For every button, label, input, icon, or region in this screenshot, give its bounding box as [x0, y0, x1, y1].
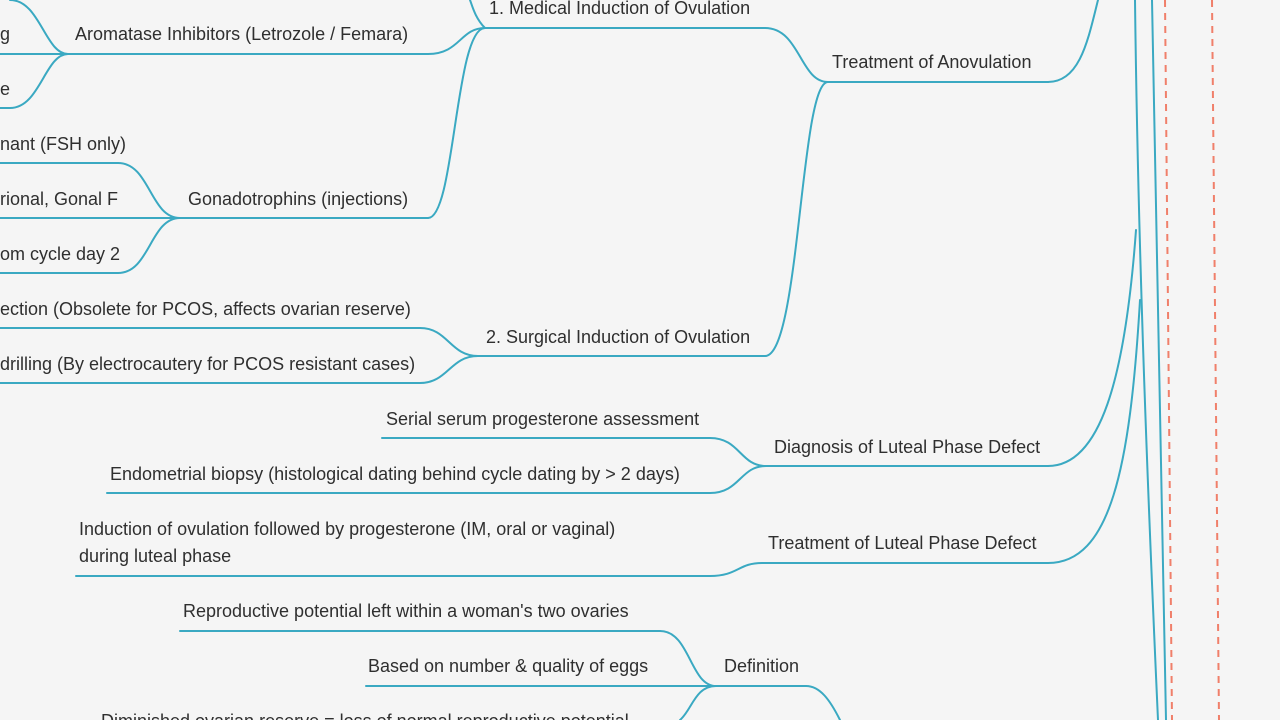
node-gonado-child-2[interactable]: rional, Gonal F — [0, 189, 118, 209]
edge-definition-to-child-1 — [659, 630, 717, 687]
edge-surgical-to-child-1 — [419, 327, 479, 357]
node-treatment-lpd[interactable]: Treatment of Luteal Phase Defect — [768, 533, 1036, 553]
node-aromatase-child-2[interactable]: e — [0, 79, 10, 99]
node-gonadotrophins[interactable]: Gonadotrophins (injections) — [188, 189, 408, 209]
node-aromatase-child-1[interactable]: g — [0, 24, 10, 44]
edge-medical-up — [469, 0, 486, 29]
node-treatment-anovulation[interactable]: Treatment of Anovulation — [832, 52, 1031, 72]
node-surgical-child-1[interactable]: ection (Obsolete for PCOS, affects ovari… — [0, 299, 411, 319]
node-surgical-child-2[interactable]: drilling (By electrocautery for PCOS res… — [0, 354, 415, 374]
node-diagnosis-child-2[interactable]: Endometrial biopsy (histological dating … — [110, 464, 680, 484]
node-definition-child-3[interactable]: Diminished ovarian reserve = loss of nor… — [101, 711, 629, 720]
edge-diagnosis-to-child-1 — [709, 437, 767, 467]
edge-gonado-to-child-1 — [117, 162, 181, 219]
node-diagnosis-lpd[interactable]: Diagnosis of Luteal Phase Defect — [774, 437, 1040, 457]
edge-surgical-to-child-2 — [419, 355, 479, 384]
node-treatment-lpd-child-line-1[interactable]: Induction of ovulation followed by proge… — [79, 519, 615, 539]
edge-root-diagnosis-lpd — [1047, 229, 1137, 467]
edge-root-trunk-2 — [1151, 0, 1167, 720]
node-gonado-child-1[interactable]: nant (FSH only) — [0, 134, 126, 154]
node-treatment-lpd-child-line-2[interactable]: during luteal phase — [79, 546, 231, 566]
edge-root-definition — [805, 685, 841, 720]
edge-diagnosis-to-child-2 — [709, 465, 767, 494]
edge-gonado-to-child-3 — [117, 217, 181, 274]
edge-aromatase-to-child-2 — [9, 53, 69, 109]
node-definition-child-2[interactable]: Based on number & quality of eggs — [368, 656, 648, 676]
node-medical-induction[interactable]: 1. Medical Induction of Ovulation — [489, 0, 750, 18]
edge-medical-to-gonadotrophins — [427, 27, 486, 219]
edge-root-treatment-lpd — [1047, 299, 1141, 564]
edge-anovulation-to-surgical — [764, 81, 829, 357]
edge-treatment-lpd-to-child — [709, 562, 763, 577]
node-surgical-induction[interactable]: 2. Surgical Induction of Ovulation — [486, 327, 750, 347]
edge-medical-to-aromatase — [427, 27, 486, 55]
dashed-guide-right — [1211, 0, 1220, 720]
branch-edges — [0, 0, 1167, 720]
edge-root-treatment-anovulation — [1047, 0, 1099, 83]
edge-definition-to-child-3 — [679, 685, 717, 720]
node-diagnosis-child-1[interactable]: Serial serum progesterone assessment — [386, 409, 699, 429]
edge-aromatase-up — [9, 0, 69, 55]
dashed-guide-left — [1164, 0, 1173, 720]
node-labels: Treatment of Anovulation 1. Medical Indu… — [0, 0, 1040, 720]
node-definition-child-1[interactable]: Reproductive potential left within a wom… — [183, 601, 629, 621]
edge-root-trunk-1 — [1134, 0, 1159, 720]
dashed-guides — [1164, 0, 1220, 720]
edge-anovulation-to-medical — [764, 27, 829, 83]
node-definition[interactable]: Definition — [724, 656, 799, 676]
node-gonado-child-3[interactable]: om cycle day 2 — [0, 244, 120, 264]
node-aromatase[interactable]: Aromatase Inhibitors (Letrozole / Femara… — [75, 24, 408, 44]
